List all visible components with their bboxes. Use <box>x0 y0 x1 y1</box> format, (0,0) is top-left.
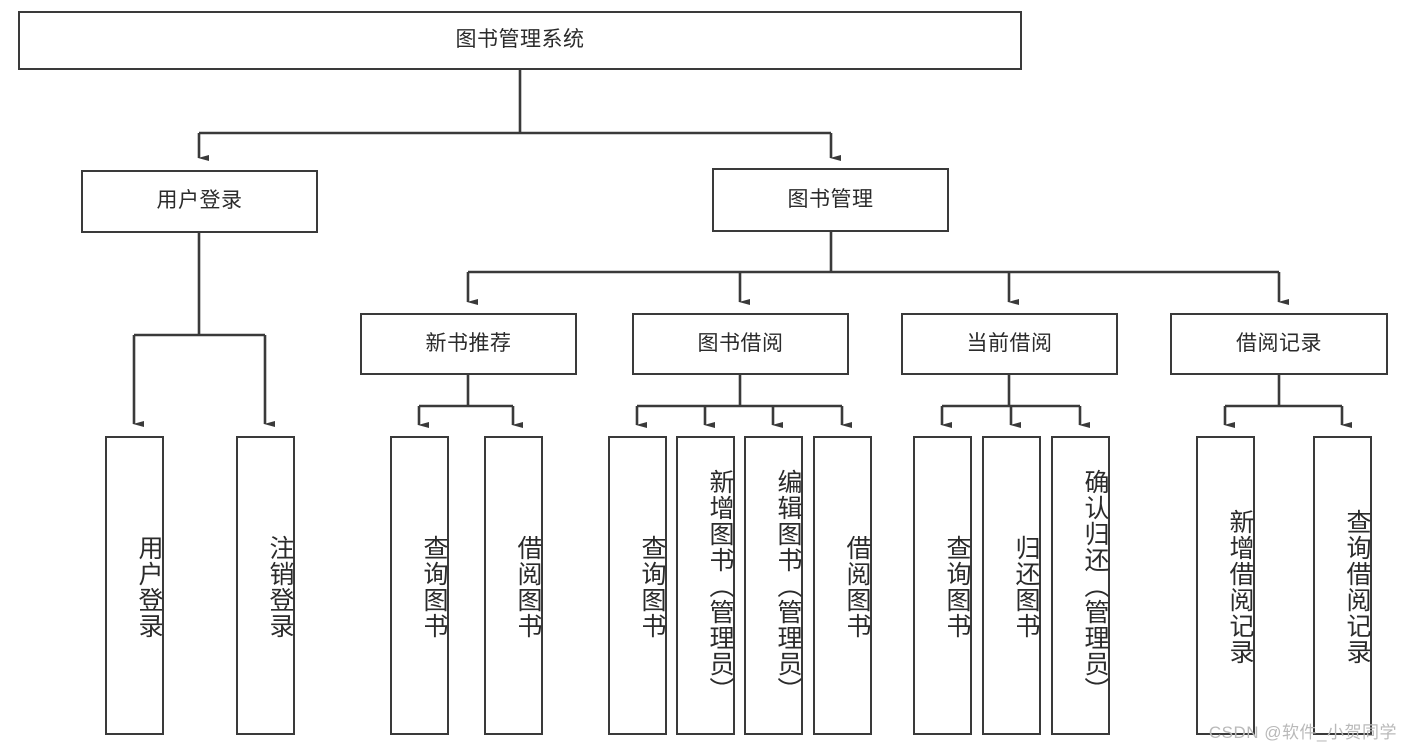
leaf-borrow-record-query[interactable]: 查询借阅记录 <box>1313 436 1372 735</box>
leaf-label: 借阅图书 <box>843 534 871 639</box>
leaf-label: 借阅图书 <box>514 534 542 639</box>
leaf-new-book-borrow[interactable]: 借阅图书 <box>484 436 543 735</box>
leaf-label: 归还图书 <box>1012 534 1040 639</box>
leaf-book-borrow-borrow[interactable]: 借阅图书 <box>813 436 872 735</box>
node-user-login-label: 用户登录 <box>156 189 243 213</box>
leaf-label: 确认归还（管理员） <box>1081 469 1109 703</box>
leaf-label: 编辑图书（管理员） <box>774 469 802 703</box>
node-new-book-recommend[interactable]: 新书推荐 <box>360 313 577 375</box>
node-current-borrow[interactable]: 当前借阅 <box>901 313 1118 375</box>
leaf-book-borrow-edit-admin[interactable]: 编辑图书（管理员） <box>744 436 803 735</box>
leaf-current-borrow-query[interactable]: 查询图书 <box>913 436 972 735</box>
leaf-label: 新增图书（管理员） <box>706 469 734 703</box>
leaf-new-book-query[interactable]: 查询图书 <box>390 436 449 735</box>
node-borrow-record-label: 借阅记录 <box>1236 331 1322 355</box>
leaf-label: 查询图书 <box>638 534 666 639</box>
leaf-current-borrow-return[interactable]: 归还图书 <box>982 436 1041 735</box>
leaf-user-login-login[interactable]: 用户登录 <box>105 436 164 735</box>
node-book-management-label: 图书管理 <box>787 187 874 211</box>
leaf-user-login-logout[interactable]: 注销登录 <box>236 436 295 735</box>
leaf-book-borrow-add-admin[interactable]: 新增图书（管理员） <box>676 436 735 735</box>
leaf-label: 查询借阅记录 <box>1343 508 1371 665</box>
leaf-label: 查询图书 <box>943 534 971 639</box>
node-borrow-record[interactable]: 借阅记录 <box>1170 313 1388 375</box>
leaf-label: 用户登录 <box>135 534 163 639</box>
node-new-book-recommend-label: 新书推荐 <box>425 331 512 355</box>
leaf-book-borrow-query[interactable]: 查询图书 <box>608 436 667 735</box>
leaf-current-borrow-confirm-admin[interactable]: 确认归还（管理员） <box>1051 436 1110 735</box>
node-book-borrow-label: 图书借阅 <box>697 331 784 355</box>
node-root-label: 图书管理系统 <box>455 28 585 52</box>
node-book-management[interactable]: 图书管理 <box>712 168 949 232</box>
leaf-label: 查询图书 <box>420 534 448 639</box>
leaf-borrow-record-add[interactable]: 新增借阅记录 <box>1196 436 1255 735</box>
node-root[interactable]: 图书管理系统 <box>18 11 1022 70</box>
node-user-login[interactable]: 用户登录 <box>81 170 318 233</box>
node-book-borrow[interactable]: 图书借阅 <box>632 313 849 375</box>
node-current-borrow-label: 当前借阅 <box>966 331 1053 355</box>
leaf-label: 注销登录 <box>266 534 294 639</box>
leaf-label: 新增借阅记录 <box>1226 508 1254 665</box>
